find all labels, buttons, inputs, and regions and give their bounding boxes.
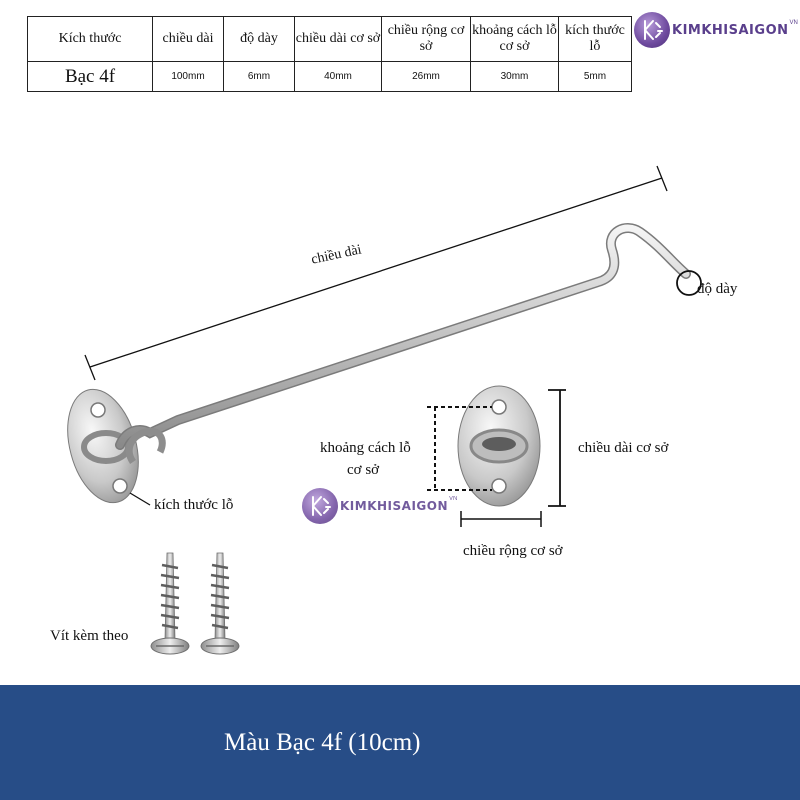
base-width-bracket	[460, 511, 542, 527]
hole-distance-bracket	[427, 406, 492, 491]
base-width-label: chiều rộng cơ sở	[463, 543, 563, 559]
watermark-suffix: VN	[449, 496, 458, 502]
watermark-badge-icon	[302, 488, 338, 524]
value-model: Bạc 4f	[27, 61, 153, 92]
logo-badge-icon	[634, 12, 670, 48]
spec-header-row: Kích thước chiều dài độ dày chiều dài cơ…	[27, 16, 632, 62]
logo-text: KIMKHISAIGON	[672, 22, 789, 38]
eye-plate	[457, 385, 541, 507]
base-length-bracket	[548, 389, 566, 507]
base-length-label: chiều dài cơ sở	[578, 440, 669, 456]
value-hole-size: 5mm	[558, 61, 632, 92]
value-thickness: 6mm	[223, 61, 295, 92]
logo-suffix: VN	[789, 20, 798, 26]
spec-table: Kích thước chiều dài độ dày chiều dài cơ…	[27, 16, 632, 92]
screws-label: Vít kèm theo	[50, 628, 129, 644]
footer-banner	[0, 685, 800, 800]
hole-distance-label-line2: cơ sở	[347, 462, 380, 478]
header-base-length: chiều dài cơ sở	[294, 16, 382, 62]
brand-logo: KIMKHISAIGON VN	[634, 12, 798, 48]
header-hole-distance: khoảng cách lỗ cơ sở	[470, 16, 559, 62]
thickness-marker	[676, 270, 702, 296]
header-hole-size: kích thước lỗ	[558, 16, 632, 62]
screw-right-icon	[200, 552, 240, 655]
value-base-width: 26mm	[381, 61, 471, 92]
header-size: Kích thước	[27, 16, 153, 62]
value-base-length: 40mm	[294, 61, 382, 92]
watermark-logo: KIMKHISAIGON VN	[302, 488, 457, 524]
watermark-text: KIMKHISAIGON	[340, 499, 448, 513]
thickness-label: độ dày	[697, 281, 738, 297]
spec-value-row: Bạc 4f 100mm 6mm 40mm 26mm 30mm 5mm	[27, 61, 632, 92]
length-dimension-line	[84, 165, 668, 381]
screw-left-icon	[150, 552, 190, 655]
footer-title: Màu Bạc 4f (10cm)	[224, 729, 421, 756]
hole-size-label: kích thước lỗ	[154, 497, 234, 513]
hole-distance-label-line1: khoảng cách lỗ	[320, 440, 411, 456]
hole-size-pointer	[129, 492, 151, 506]
hook-base-plate	[67, 388, 139, 504]
header-length: chiều dài	[152, 16, 224, 62]
hook-rod	[115, 223, 691, 464]
value-hole-distance: 30mm	[470, 61, 559, 92]
